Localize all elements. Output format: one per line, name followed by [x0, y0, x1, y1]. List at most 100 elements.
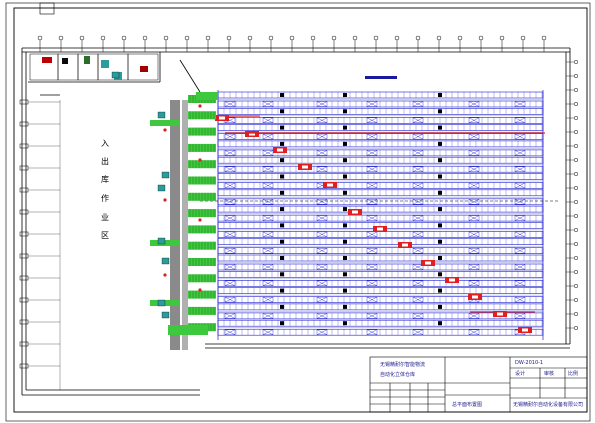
column-marker [142, 35, 148, 41]
column-marker [226, 35, 232, 41]
rack-cross [514, 231, 526, 238]
rack-cross [316, 199, 328, 205]
column-block [19, 231, 29, 237]
rack-cross [262, 231, 274, 238]
column-marker [573, 73, 579, 79]
stacker-crane-core [302, 165, 308, 169]
rack-cross [412, 133, 424, 140]
conveyor-spine-grey [170, 100, 180, 350]
rack-band [217, 303, 544, 311]
rack-cross [224, 150, 236, 156]
rack-cross [224, 182, 236, 189]
rack-cross [224, 296, 236, 303]
rack-cross [468, 182, 480, 189]
left-wall-columns [19, 99, 61, 390]
stacker-crane-core [402, 243, 408, 247]
rack-band [217, 189, 544, 197]
rack-band [217, 91, 544, 99]
rack-cross [514, 133, 526, 140]
rack-cross [224, 248, 236, 254]
operator-dot [163, 273, 167, 277]
rack-cross [514, 117, 526, 123]
column-marker [79, 35, 85, 41]
rack-block [438, 141, 442, 146]
column-marker [58, 35, 64, 41]
rack-block [280, 125, 284, 130]
column-marker [573, 101, 579, 107]
rack-cross [224, 329, 236, 335]
rack-block [343, 239, 347, 244]
zone-label-char: 入 [101, 139, 109, 148]
rack-cross [366, 296, 378, 303]
title-block [369, 356, 588, 413]
rack-cross [514, 101, 526, 107]
stacker-crane-core [449, 278, 455, 282]
column-marker [573, 311, 579, 317]
rack-cross [366, 280, 378, 286]
rack-block [280, 190, 284, 195]
zone-label-char: 出 [101, 157, 109, 166]
rack-cross [366, 166, 378, 172]
rack-block [280, 239, 284, 244]
column-marker [100, 35, 106, 41]
rack-cross [224, 215, 236, 221]
rack-cross [468, 231, 480, 238]
rack-cross [262, 182, 274, 189]
rack-block [280, 321, 284, 326]
building-outline [21, 47, 571, 396]
conveyor-segment [150, 120, 180, 126]
rack-block [343, 109, 347, 114]
rack-cross [412, 296, 424, 303]
field-a: 设计 [515, 371, 526, 377]
rack-band [217, 254, 544, 262]
rack-cross [366, 150, 378, 156]
rack-block [343, 93, 347, 97]
column-marker [573, 227, 579, 233]
stacker-crane-core [472, 295, 478, 299]
column-marker [457, 35, 463, 41]
rack-cross [366, 313, 378, 319]
zone-label-char: 库 [101, 175, 109, 184]
column-block [19, 187, 29, 193]
column-marker [573, 59, 579, 65]
rack-block [280, 109, 284, 114]
rack-cross [468, 117, 480, 123]
rack-cross [514, 150, 526, 156]
column-marker [394, 35, 400, 41]
rack-cross [262, 264, 274, 270]
rack-block [438, 207, 442, 212]
rack-block [438, 223, 442, 228]
rack-cross [412, 199, 424, 205]
column-marker [373, 35, 379, 41]
rack-band [217, 319, 544, 327]
workstation [161, 257, 170, 265]
field-c: 比例 [568, 371, 579, 377]
column-marker [37, 35, 43, 41]
zone-label-char: 业 [101, 213, 109, 222]
drawing-code: DW-2010-1 [515, 360, 544, 366]
rack-cross [514, 280, 526, 286]
column-marker [121, 35, 127, 41]
rack-band [217, 205, 544, 213]
rack-cross [262, 117, 274, 123]
workstations [111, 71, 202, 319]
workstation [161, 171, 170, 179]
column-marker [573, 297, 579, 303]
rack-band [217, 156, 544, 164]
rack-cross [316, 280, 328, 286]
rack-cross [262, 150, 274, 156]
column-marker [331, 35, 337, 41]
column-marker [478, 35, 484, 41]
column-marker [163, 35, 169, 41]
rack-band [217, 140, 544, 148]
column-marker [573, 255, 579, 261]
rack-cross [366, 248, 378, 254]
rack-cross [316, 329, 328, 335]
rack-block [438, 304, 442, 309]
rack-band [217, 108, 544, 115]
rack-cross [262, 296, 274, 303]
column-block [19, 341, 29, 347]
rack-cross [316, 166, 328, 172]
rack-cross [316, 313, 328, 319]
conveyor-spine-grey-2 [182, 100, 188, 350]
